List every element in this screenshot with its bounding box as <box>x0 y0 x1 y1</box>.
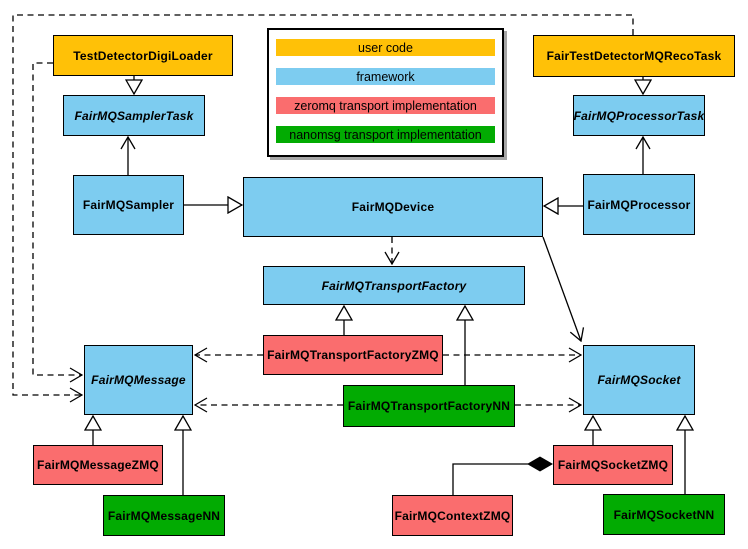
class-box-fairmqsocketzmq: FairMQSocketZMQ <box>553 445 673 485</box>
class-box-testdetectordigiloader: TestDetectorDigiLoader <box>53 35 233 76</box>
class-box-fairmqprocessortask: FairMQProcessorTask <box>573 95 705 136</box>
class-box-fairmqmessage: FairMQMessage <box>84 345 193 415</box>
class-box-fairmqsamplertask: FairMQSamplerTask <box>63 95 205 136</box>
class-box-fairmqcontextzmq: FairMQContextZMQ <box>392 495 513 536</box>
edge-recotask-uses-message <box>12 14 634 395</box>
legend-item-nanomsg: nanomsg transport implementation <box>276 126 495 143</box>
composition-diamond-icon <box>527 456 553 472</box>
legend-item-user-code: user code <box>276 39 495 56</box>
class-box-fairmqmessagenn: FairMQMessageNN <box>103 495 225 536</box>
edge-device-uses-socket <box>542 236 581 341</box>
legend-item-zeromq: zeromq transport implementation <box>276 97 495 114</box>
class-box-fairmqsocket: FairMQSocket <box>583 345 695 415</box>
class-box-fairmqtransportfactorynn: FairMQTransportFactoryNN <box>343 385 515 427</box>
legend: user code framework zeromq transport imp… <box>267 28 504 157</box>
class-box-fairmqtransportfactory: FairMQTransportFactory <box>263 266 525 305</box>
legend-item-framework: framework <box>276 68 495 85</box>
class-box-fairmqsocketnn: FairMQSocketNN <box>603 494 725 535</box>
class-box-fairmqsampler: FairMQSampler <box>73 175 184 235</box>
class-box-fairmqprocessor: FairMQProcessor <box>583 174 695 235</box>
class-box-fairtestdetectormqrecotask: FairTestDetectorMQRecoTask <box>533 35 735 77</box>
class-box-fairmqtransportfactoryzmq: FairMQTransportFactoryZMQ <box>263 335 443 375</box>
class-box-fairmqmessagezmq: FairMQMessageZMQ <box>33 445 163 485</box>
class-box-fairmqdevice: FairMQDevice <box>243 177 543 237</box>
edge-contextzmq-composition-socketzmq <box>452 463 528 495</box>
